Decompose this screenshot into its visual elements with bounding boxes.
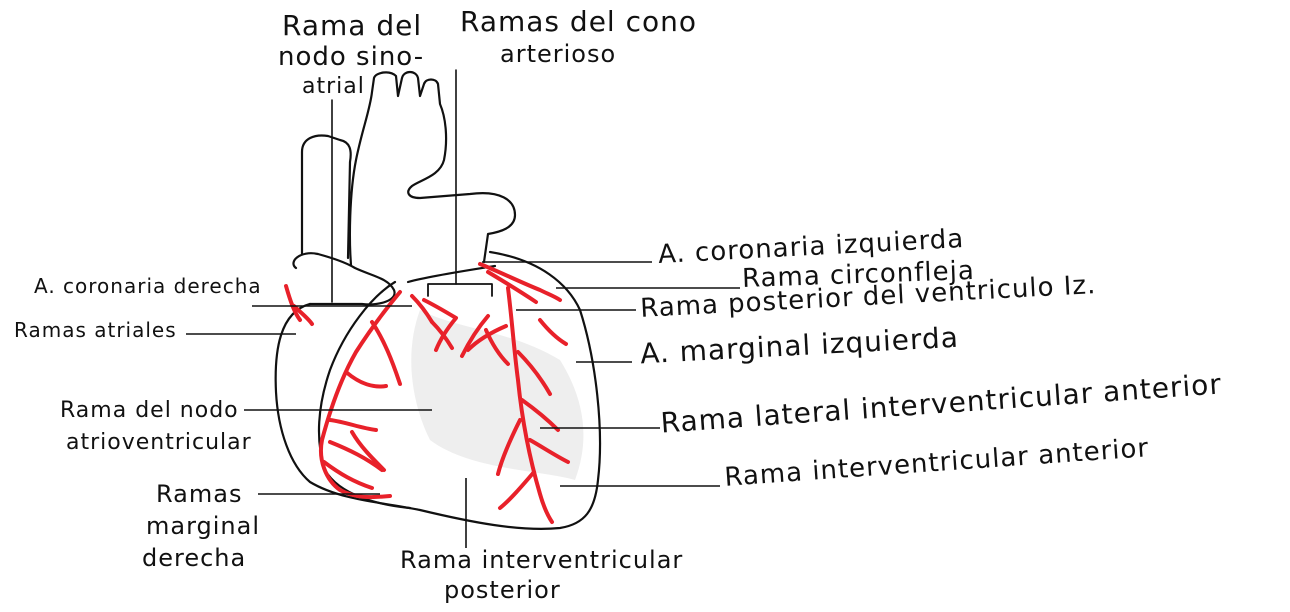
artery-branch-c [330, 420, 376, 430]
label-nodo-sinoatrial-line1: Rama del [282, 12, 422, 40]
label-nodo-atrioventricular-line1: Rama del nodo [60, 400, 239, 422]
label-marginal-derecha-line1: Ramas [156, 482, 242, 506]
label-nodo-sinoatrial-line3: atrial [302, 76, 365, 98]
artery-branch-a [372, 322, 400, 384]
label-interventricular-posterior-line2: posterior [444, 578, 561, 602]
superior-vena-cava [302, 136, 351, 268]
interventricular-edge [319, 282, 410, 508]
lateral-branch-7 [500, 472, 534, 508]
artery-branch-f [352, 432, 384, 470]
label-nodo-atrioventricular-line2: atrioventricular [66, 432, 252, 454]
artery-branch-d [330, 442, 382, 470]
label-cono-arterioso-line2: arterioso [500, 42, 616, 66]
label-interventricular-posterior-line1: Rama interventricular [400, 548, 683, 572]
cone-marker [428, 284, 492, 296]
artery-branch-b [346, 372, 386, 386]
label-coronaria-derecha: A. coronaria derecha [34, 276, 262, 296]
label-cono-arterioso-line1: Ramas del cono [460, 8, 697, 36]
label-nodo-sinoatrial-line2: nodo sino- [278, 44, 424, 70]
lateral-branch-8 [540, 320, 566, 344]
label-marginal-derecha-line2: marginal [146, 514, 260, 538]
label-ramas-atriales: Ramas atriales [14, 320, 177, 340]
aortic-arch [350, 72, 515, 276]
label-marginal-derecha-line3: derecha [142, 546, 246, 570]
